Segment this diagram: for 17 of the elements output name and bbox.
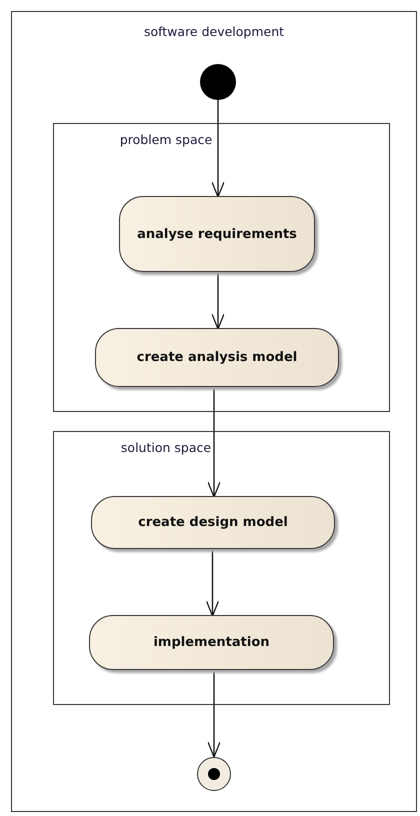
- initial-node: [200, 64, 236, 100]
- frame-title: problem space: [118, 132, 214, 146]
- frame-title: solution space: [120, 440, 212, 454]
- arrow: [211, 273, 225, 330]
- activity-frame: [52, 430, 390, 704]
- action-node: analyse requirements: [119, 196, 315, 272]
- arrow: [206, 550, 220, 617]
- frame-title: software development: [142, 24, 286, 39]
- action-node: create analysis model: [95, 328, 339, 387]
- action-node: implementation: [89, 615, 334, 670]
- arrow: [207, 671, 221, 758]
- arrow: [207, 388, 221, 498]
- activity-frame: [52, 122, 390, 412]
- arrow: [211, 100, 225, 198]
- action-node: create design model: [91, 496, 335, 549]
- final-node: [196, 756, 230, 790]
- activity-frame: [11, 11, 417, 812]
